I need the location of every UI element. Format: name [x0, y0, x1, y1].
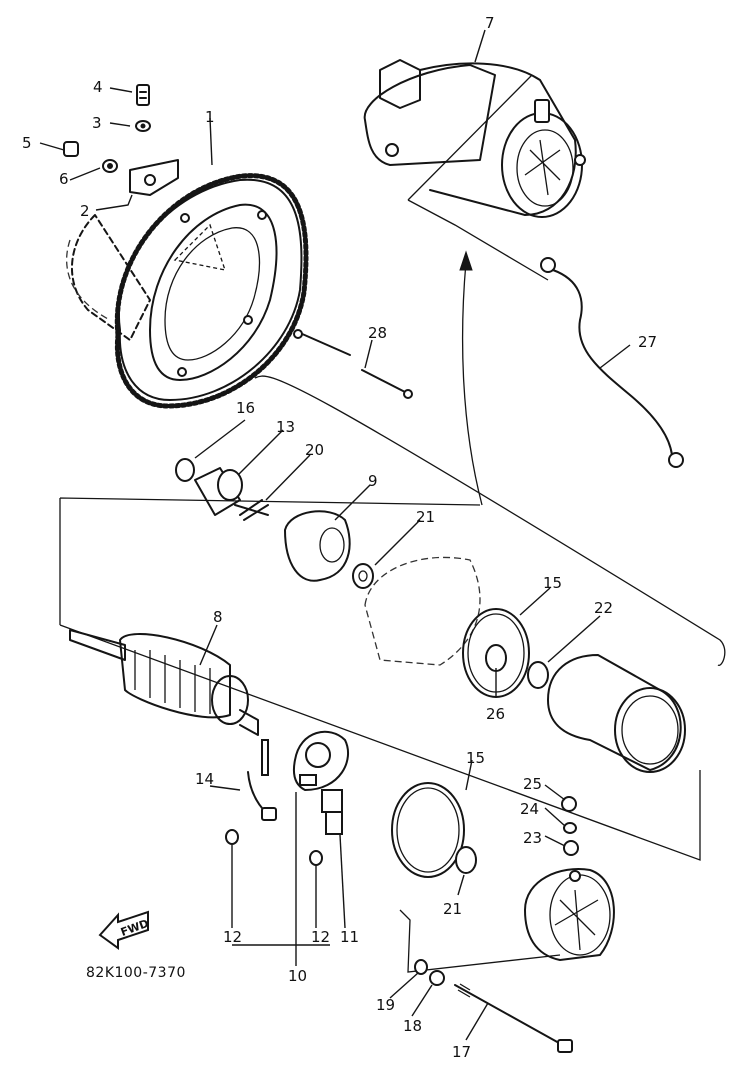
motor-frame-line: [407, 74, 549, 281]
part-number-labels: 1 2 3 4 5 6 7 8 9 10 11 12 12 13 14 15 1…: [22, 14, 657, 1061]
part-label-12b: 12: [311, 928, 330, 946]
drawing-code: 82K100-7370: [86, 965, 186, 981]
drive-parts: [175, 458, 374, 589]
exploded-frame: [59, 375, 726, 861]
part-label-5: 5: [22, 134, 32, 152]
part-label-13: 13: [276, 418, 295, 436]
part-label-11: 11: [340, 928, 359, 946]
armature: [69, 629, 259, 736]
fwd-arrow-icon: FWD: [98, 910, 150, 950]
callout-leaders: [39, 29, 631, 1041]
part-label-12a: 12: [223, 928, 242, 946]
part-label-23: 23: [523, 829, 542, 847]
part-label-18: 18: [403, 1017, 422, 1035]
starter-motor-assembly: [363, 59, 586, 218]
ground-leads: [293, 329, 413, 399]
brush-holder-assembly: [225, 730, 350, 866]
o-rings-washers: [391, 608, 549, 878]
part-label-25: 25: [523, 775, 542, 793]
part-label-14: 14: [195, 770, 214, 788]
arrow-head: [459, 250, 473, 271]
part-label-21a: 21: [416, 508, 435, 526]
part-label-20: 20: [305, 441, 324, 459]
part-label-26: 26: [486, 705, 505, 723]
part-label-2: 2: [80, 202, 90, 220]
end-cover-frame: [399, 909, 561, 973]
part-label-24: 24: [520, 800, 539, 818]
lead-wire: [540, 257, 684, 468]
part-label-22: 22: [594, 599, 613, 617]
part-label-9: 9: [368, 472, 378, 490]
part-label-15b: 15: [466, 749, 485, 767]
rear-cover-and-hardware: [414, 796, 615, 1053]
starter-yoke: [547, 654, 686, 773]
part-label-16: 16: [236, 399, 255, 417]
part-label-28: 28: [368, 324, 387, 342]
part-label-4: 4: [93, 78, 103, 96]
bracket-and-bolts: [63, 84, 179, 196]
part-label-6: 6: [59, 170, 69, 188]
part-label-27: 27: [638, 333, 657, 351]
part-label-15a: 15: [543, 574, 562, 592]
part-label-10: 10: [288, 967, 307, 985]
part-label-17: 17: [452, 1043, 471, 1061]
part-label-1: 1: [205, 108, 215, 126]
arrow-leader-line: [461, 261, 483, 506]
part-label-21b: 21: [443, 900, 462, 918]
starter-clutch-gear-assembly: [66, 173, 309, 409]
part-label-19: 19: [376, 996, 395, 1014]
part-label-3: 3: [92, 114, 102, 132]
front-cover-ghost: [364, 556, 481, 666]
part-label-7: 7: [485, 14, 495, 32]
part-label-8: 8: [213, 608, 223, 626]
